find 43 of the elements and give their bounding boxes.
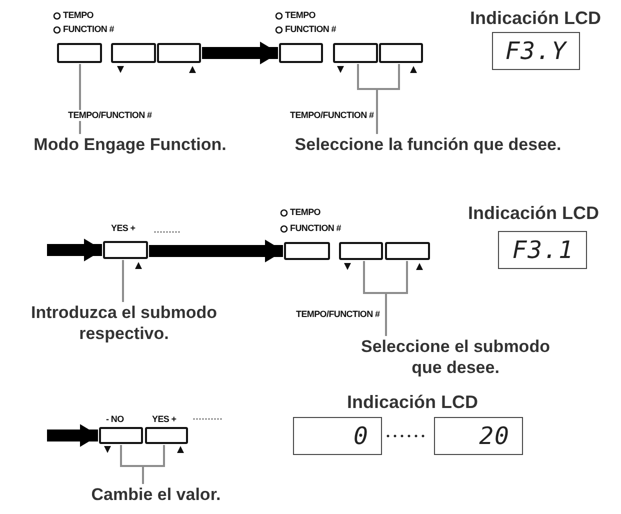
panel-button	[339, 242, 383, 260]
panel-button	[279, 43, 323, 63]
panel-button	[284, 242, 330, 260]
block-arrow	[201, 41, 279, 65]
leader-line	[122, 259, 124, 302]
lcd-display	[434, 417, 523, 455]
button-label: FUNCTION #	[63, 24, 114, 35]
display-heading: Indicación LCD	[347, 392, 478, 413]
button-label: TEMPO	[290, 207, 321, 218]
leader-line	[376, 63, 400, 134]
lcd-display	[293, 417, 382, 455]
panel-button	[385, 242, 430, 260]
lcd-display	[492, 32, 580, 70]
leader-line	[79, 63, 81, 134]
button-label: - NO	[106, 414, 124, 425]
button-label: TEMPO/FUNCTION #	[290, 110, 374, 121]
button-label: FUNCTION #	[290, 223, 342, 234]
lcd-readout: F3.Y	[505, 37, 567, 65]
block-arrow	[148, 239, 284, 263]
panel-button	[379, 43, 423, 63]
panel-button	[333, 43, 378, 63]
panel-button	[145, 427, 188, 444]
button-label: TEMPO/FUNCTION #	[296, 309, 380, 320]
panel-button	[57, 43, 102, 63]
button-label: YES +	[152, 414, 176, 425]
lcd-readout: 20	[479, 422, 510, 450]
panel-button	[111, 43, 156, 63]
panel-button	[157, 43, 201, 63]
button-label: TEMPO	[63, 10, 94, 21]
display-heading: Indicación LCD	[468, 203, 600, 224]
lcd-readout: 0	[354, 422, 369, 450]
button-label: TEMPO	[285, 10, 316, 21]
panel-button	[99, 427, 143, 444]
leader-line	[142, 444, 165, 484]
block-arrow	[47, 238, 103, 262]
panel-button	[103, 241, 148, 259]
button-label: FUNCTION #	[285, 24, 336, 35]
lcd-display	[498, 231, 587, 269]
display-heading: Indicación LCD	[470, 8, 602, 29]
button-label: TEMPO/FUNCTION #	[68, 110, 152, 121]
lcd-readout: F3.1	[512, 236, 574, 264]
block-arrow	[47, 424, 99, 448]
button-label: YES +	[111, 223, 136, 234]
